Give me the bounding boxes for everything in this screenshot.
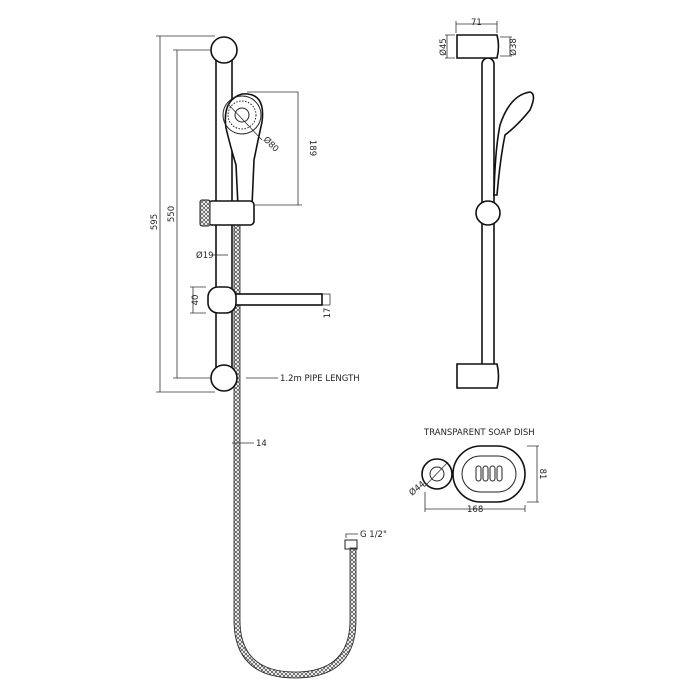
soap-dish-body bbox=[452, 445, 526, 503]
bottom-bracket bbox=[210, 364, 238, 392]
dim-bracket-tip-diameter: Ø38 bbox=[508, 38, 519, 56]
dim-pipe-length: 1.2m PIPE LENGTH bbox=[280, 374, 360, 384]
soap-dish-arm bbox=[231, 293, 323, 306]
dim-bracket-base-diameter: Ø45 bbox=[438, 38, 449, 56]
slider-body bbox=[207, 200, 255, 226]
dim-soap-bracket-height: 40 bbox=[191, 295, 201, 306]
soap-dish-tray bbox=[461, 455, 517, 493]
spray-nozzles bbox=[227, 100, 257, 130]
side-slider bbox=[475, 200, 501, 226]
side-bottom-bracket bbox=[456, 363, 500, 389]
top-bracket bbox=[210, 36, 238, 64]
dim-overall-height: 595 bbox=[150, 214, 160, 230]
dim-soap-arm-height: 17 bbox=[323, 308, 333, 319]
dim-soap-dish-height: 81 bbox=[537, 469, 547, 480]
soap-dish-title: TRANSPARENT SOAP DISH bbox=[423, 428, 535, 438]
dim-head-diameter: Ø80 bbox=[261, 134, 281, 154]
slider-knob bbox=[199, 199, 211, 227]
side-handset bbox=[493, 91, 535, 196]
shower-head-face bbox=[222, 95, 262, 135]
dim-handset-length: 189 bbox=[307, 140, 317, 156]
dim-hose-diameter: 14 bbox=[256, 439, 267, 449]
side-top-bracket bbox=[456, 34, 500, 59]
soap-dish-ring-hole bbox=[429, 466, 445, 482]
soap-dish-drain-slots bbox=[475, 465, 503, 482]
dim-rail-diameter: Ø19 bbox=[196, 250, 214, 261]
soap-dish-view: TRANSPARENT SOAP DISH Ø44 81 168 bbox=[407, 428, 547, 515]
dim-connection: G 1/2" bbox=[360, 530, 387, 540]
hose bbox=[233, 211, 357, 679]
dim-soap-dish-width: 168 bbox=[467, 505, 483, 515]
front-view: 595 550 189 Ø80 Ø19 40 17 1.2m PIPE LENG… bbox=[150, 35, 387, 679]
hose-connector bbox=[344, 539, 358, 550]
side-view: 71 Ø45 Ø38 bbox=[438, 18, 535, 389]
spray-center bbox=[234, 107, 250, 123]
dim-bracket-centres: 550 bbox=[167, 206, 177, 222]
dim-bracket-projection: 71 bbox=[471, 18, 482, 28]
soap-dish-bracket bbox=[207, 286, 237, 314]
